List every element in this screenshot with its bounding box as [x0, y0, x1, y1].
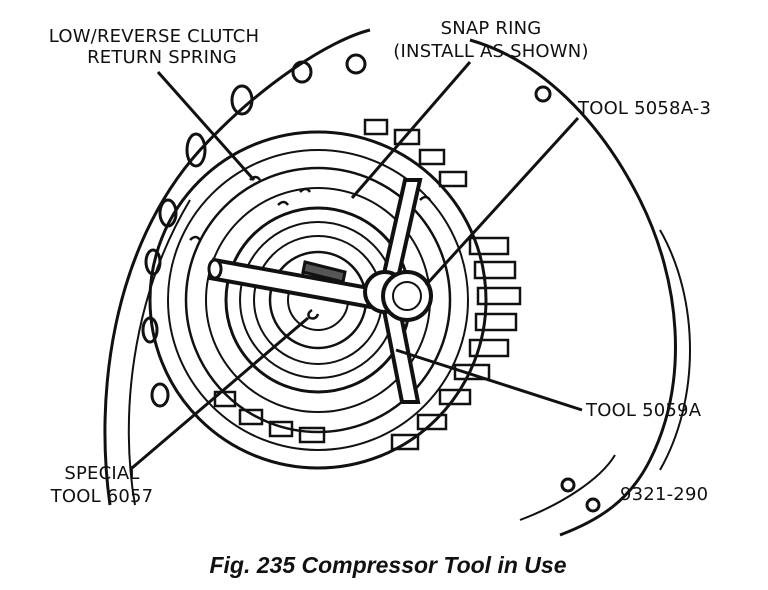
label-install-as-shown: (INSTALL AS SHOWN)	[393, 41, 588, 62]
return-spring	[189, 175, 432, 241]
label-return-spring: RETURN SPRING	[87, 47, 237, 68]
labels: LOW/REVERSE CLUTCH RETURN SPRING SNAP RI…	[49, 18, 711, 507]
leader-tool-5058a3	[424, 116, 580, 287]
label-tool-5059a: TOOL 5059A	[585, 400, 702, 421]
label-tool-6057: TOOL 6057	[50, 486, 154, 507]
figure-caption: Fig. 235 Compressor Tool in Use	[209, 552, 566, 578]
compressor-tool	[207, 178, 433, 404]
leader-tool-5059a	[395, 348, 583, 412]
leader-low-reverse	[156, 71, 256, 181]
transmission-illustration	[103, 28, 691, 537]
leader-special-tool	[131, 316, 309, 470]
label-special: SPECIAL	[64, 463, 139, 484]
label-snap-ring: SNAP RING	[441, 18, 542, 39]
leader-snap-ring	[350, 61, 472, 199]
figure-number: 9321-290	[620, 484, 708, 505]
label-low-reverse-clutch: LOW/REVERSE CLUTCH	[49, 26, 260, 47]
clutch-teeth	[213, 118, 522, 451]
clutch-pack	[148, 130, 488, 470]
leader-lines	[131, 61, 583, 470]
label-tool-5058a3: TOOL 5058A-3	[577, 98, 711, 119]
